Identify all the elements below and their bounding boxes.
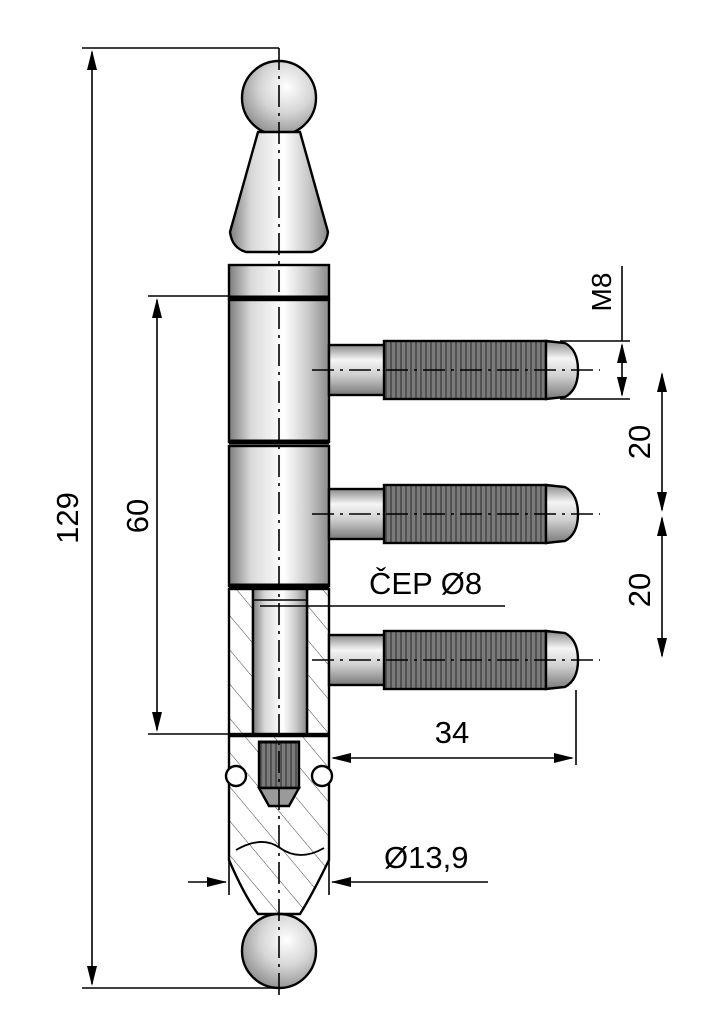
dimension-thread: M8 bbox=[560, 266, 630, 400]
pin-bore bbox=[251, 587, 309, 736]
lower-cone-break bbox=[235, 841, 325, 856]
sectioned-lower-barrel bbox=[224, 587, 334, 916]
threaded-pins bbox=[327, 339, 580, 691]
dim-label-diameter: Ø13,9 bbox=[384, 840, 468, 875]
dim-label-pin: ČEP Ø8 bbox=[369, 566, 482, 601]
dimension-pitch-upper: 20 bbox=[622, 372, 667, 512]
dimension-overall-height: 129 bbox=[50, 47, 279, 989]
top-finial bbox=[227, 59, 331, 301]
dimension-pin-length: 34 bbox=[331, 690, 577, 765]
section-hatch-right bbox=[305, 587, 331, 736]
dimension-pin: ČEP Ø8 bbox=[260, 566, 505, 607]
dimension-hole-spacing: 60 bbox=[120, 295, 229, 735]
dimension-barrel-diameter: Ø13,9 bbox=[188, 840, 488, 895]
dim-label-60: 60 bbox=[120, 499, 155, 533]
dim-label-129: 129 bbox=[50, 492, 85, 544]
section-hatch-left bbox=[227, 587, 255, 736]
relief-hole-right bbox=[310, 764, 334, 788]
relief-hole-left bbox=[224, 764, 248, 788]
dim-label-20-upper: 20 bbox=[622, 425, 657, 459]
center-lines bbox=[278, 48, 600, 1000]
dim-label-m8: M8 bbox=[586, 273, 617, 312]
top-cone bbox=[228, 130, 330, 254]
dim-label-34: 34 bbox=[435, 715, 469, 750]
dim-label-20-lower: 20 bbox=[622, 573, 657, 607]
dimension-pitch-lower: 20 bbox=[622, 516, 667, 658]
